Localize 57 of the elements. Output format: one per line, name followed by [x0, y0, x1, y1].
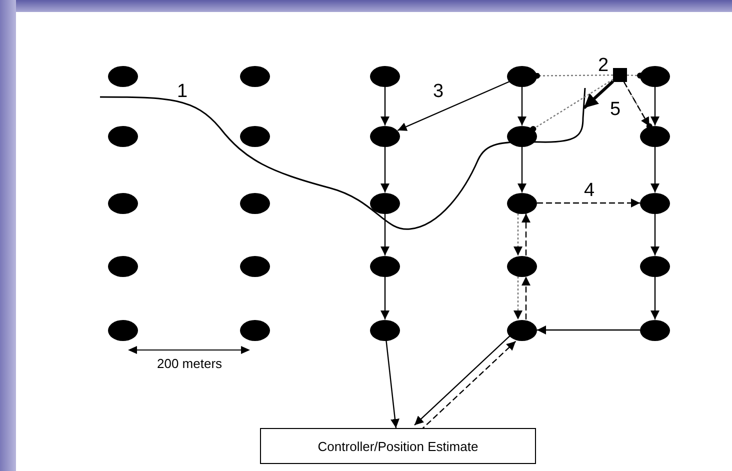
sensor-node — [507, 192, 537, 214]
sensor-node — [640, 126, 670, 146]
controller-box — [260, 428, 536, 464]
arrow — [650, 214, 660, 256]
arrow — [650, 86, 660, 126]
box-label: Controller/Position Estimate — [318, 438, 478, 454]
arrow — [414, 335, 511, 426]
sensor-node — [507, 126, 537, 146]
arrow — [380, 276, 390, 320]
sensor-node — [507, 256, 537, 276]
arrow — [522, 214, 530, 256]
sensor-node — [640, 192, 670, 214]
sensor-node — [507, 320, 537, 340]
sensor-node — [240, 66, 270, 86]
sensor-node — [108, 192, 138, 214]
arrow — [380, 86, 390, 126]
sensor-node — [240, 192, 270, 214]
square-node — [613, 68, 627, 82]
arrow — [380, 214, 390, 256]
arrow — [514, 276, 522, 320]
arrow — [386, 340, 400, 428]
arrow — [650, 146, 660, 192]
arrow — [650, 276, 660, 320]
callout-number: 3 — [433, 82, 444, 101]
arrow — [380, 146, 390, 192]
sensor-node — [370, 126, 400, 146]
connector-line — [534, 72, 613, 79]
arrow — [537, 326, 640, 334]
arrow — [582, 80, 614, 110]
sensor-node — [370, 66, 400, 86]
sensor-node — [108, 66, 138, 86]
arrow — [397, 81, 510, 131]
connector-line — [626, 72, 643, 79]
connector-line — [530, 78, 614, 132]
arrow — [514, 214, 522, 256]
sensor-node — [240, 320, 270, 340]
curve-number: 1 — [177, 82, 188, 101]
arrow — [518, 146, 526, 192]
sensor-node — [640, 256, 670, 276]
sensor-node — [640, 320, 670, 340]
callout-number: 5 — [610, 100, 621, 119]
sensor-node — [240, 256, 270, 276]
sensor-node — [108, 256, 138, 276]
dimension-label: 200 meters — [157, 357, 222, 370]
sensor-node — [370, 320, 400, 340]
sensor-node — [370, 256, 400, 276]
callout-number: 4 — [584, 181, 595, 200]
arrow — [537, 198, 640, 208]
sensor-node — [507, 66, 537, 86]
sensor-node — [240, 126, 270, 146]
sensor-node — [370, 192, 400, 214]
sensor-node — [640, 66, 670, 86]
arrow — [522, 276, 530, 320]
sensor-node — [108, 320, 138, 340]
arrow — [518, 86, 526, 126]
curve-number: 2 — [598, 56, 609, 75]
sensor-node — [108, 126, 138, 146]
